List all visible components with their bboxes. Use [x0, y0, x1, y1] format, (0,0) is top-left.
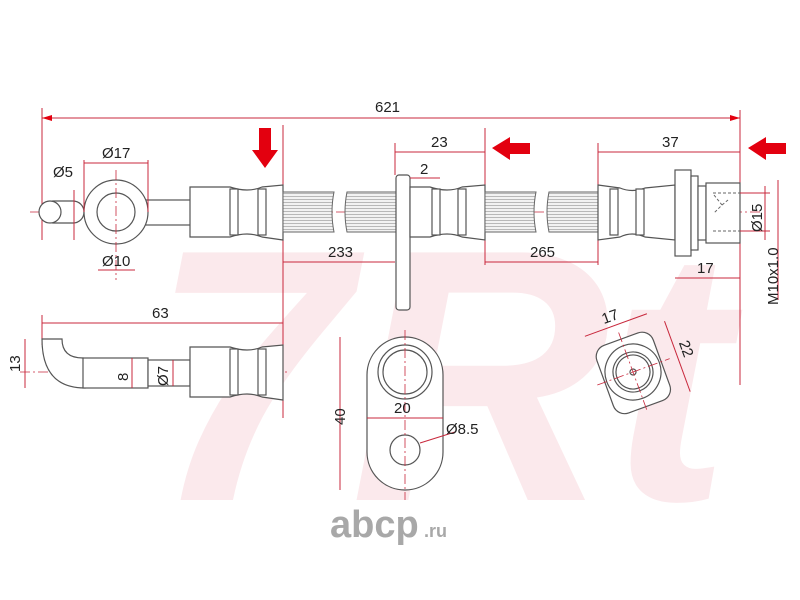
side-view-fitting: [41, 338, 284, 401]
dim-bracket: 23 2: [395, 134, 485, 179]
svg-text:40: 40: [332, 408, 349, 425]
dim-eye: Ø17 Ø5 Ø10: [53, 145, 149, 271]
crimp-fitting-left: [189, 184, 284, 241]
svg-text:2: 2: [420, 161, 428, 178]
dim-end-fitting: 37: [598, 134, 740, 153]
svg-text:.ru: .ru: [424, 521, 447, 541]
hex-nut-view: 17 22: [584, 306, 697, 415]
hose-segment: [546, 191, 601, 233]
mounting-bracket: [395, 174, 486, 311]
threaded-end-fitting: [597, 169, 741, 257]
svg-text:265: 265: [530, 244, 555, 261]
svg-text:23: 23: [431, 134, 448, 151]
arrow-left-icon: [492, 137, 530, 160]
svg-text:17: 17: [599, 306, 620, 328]
svg-text:20: 20: [394, 400, 411, 417]
hose-segment: [282, 191, 335, 233]
svg-text:abcp: abcp: [330, 504, 419, 546]
arrow-left-icon: [748, 137, 786, 160]
svg-text:17: 17: [697, 260, 714, 277]
svg-text:Ø15: Ø15: [749, 204, 766, 232]
hose-segment: [344, 191, 398, 233]
svg-text:M10x1.0: M10x1.0: [765, 247, 782, 305]
svg-text:Ø7: Ø7: [155, 366, 172, 386]
dim-overall: 621: [42, 99, 740, 121]
svg-text:Ø8.5: Ø8.5: [446, 421, 479, 438]
svg-text:Ø10: Ø10: [102, 253, 130, 270]
svg-text:13: 13: [7, 355, 24, 372]
svg-text:Ø5: Ø5: [53, 164, 73, 181]
dim-hose-lengths: 233 265: [283, 244, 598, 263]
svg-text:621: 621: [375, 99, 400, 116]
svg-text:8: 8: [115, 373, 132, 381]
hose-segment: [484, 191, 537, 233]
svg-text:22: 22: [675, 338, 697, 359]
svg-text:Ø17: Ø17: [102, 145, 130, 162]
svg-text:63: 63: [152, 305, 169, 322]
bracket-plate-view: 40 20 Ø8.5: [332, 330, 479, 500]
dim-side: 63 13 8 Ø7: [7, 305, 283, 388]
dim-thread: Ø15 M10x1.0 17: [675, 180, 782, 305]
arrow-down-icon: [252, 128, 278, 168]
svg-text:37: 37: [662, 134, 679, 151]
abcp-logo: abcp .ru: [330, 504, 447, 546]
svg-text:233: 233: [328, 244, 353, 261]
